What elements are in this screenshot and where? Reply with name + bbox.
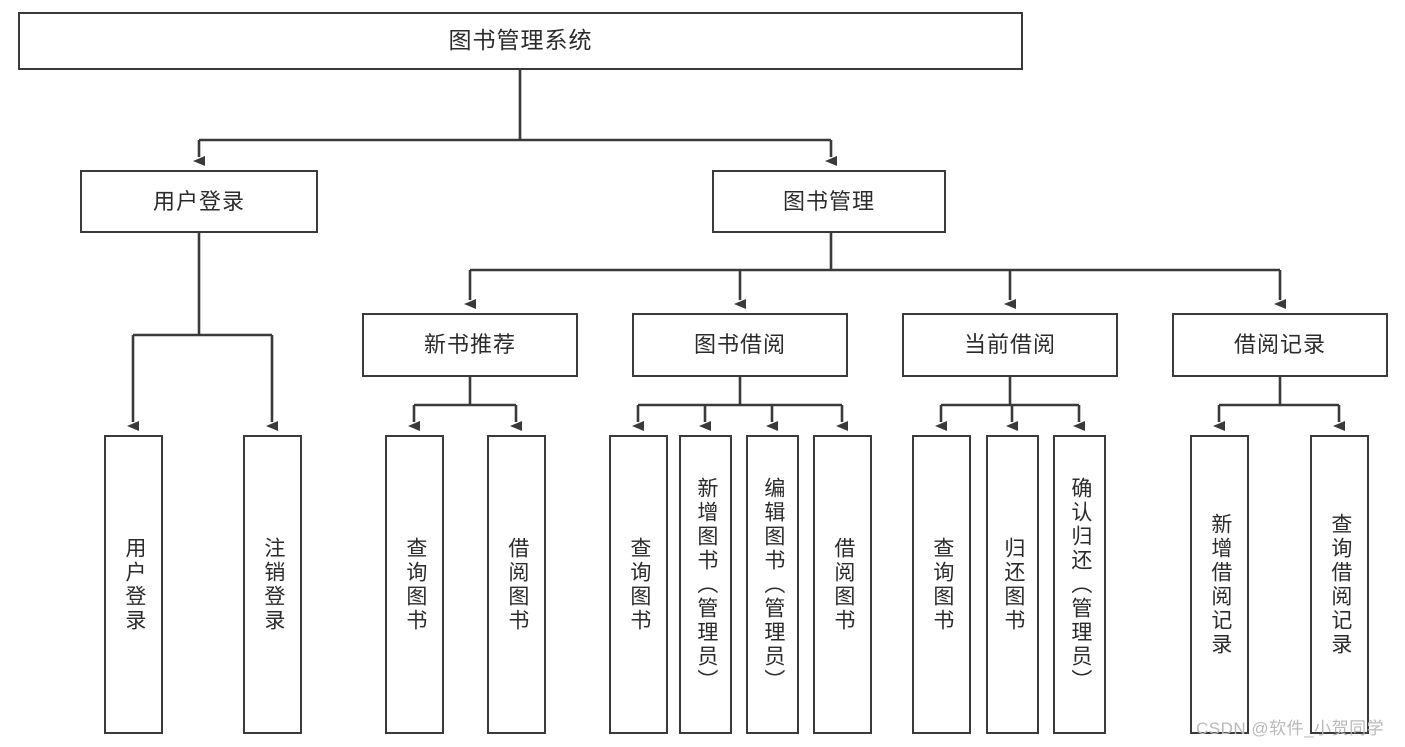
node-root-label: 图书管理系统 xyxy=(448,27,593,54)
node-leaf-confirm-return-admin-label: 确认归还（管理员） xyxy=(1068,476,1092,693)
node-leaf-add-book-admin-label: 新增图书（管理员） xyxy=(694,476,718,693)
node-leaf-user-login[interactable]: 用户登录 xyxy=(104,435,163,734)
node-book-borrow-label: 图书借阅 xyxy=(693,332,786,358)
node-user-login-label: 用户登录 xyxy=(152,188,245,214)
node-book-manage[interactable]: 图书管理 xyxy=(712,170,946,233)
node-book-manage-label: 图书管理 xyxy=(782,188,875,214)
node-leaf-borrow-book-borrow-label: 借阅图书 xyxy=(831,536,855,633)
node-leaf-logout-login-label: 注销登录 xyxy=(261,536,285,633)
node-leaf-query-book-current-label: 查询图书 xyxy=(930,536,954,633)
node-leaf-borrow-book-rec[interactable]: 借阅图书 xyxy=(487,435,546,734)
node-leaf-borrow-book-borrow[interactable]: 借阅图书 xyxy=(813,435,872,734)
node-new-book-recommend[interactable]: 新书推荐 xyxy=(362,313,578,377)
node-borrow-record-label: 借阅记录 xyxy=(1233,332,1326,358)
node-current-borrow-label: 当前借阅 xyxy=(963,332,1056,358)
node-leaf-query-book-borrow-label: 查询图书 xyxy=(627,536,651,633)
node-leaf-edit-book-admin-label: 编辑图书（管理员） xyxy=(761,476,785,693)
node-book-borrow[interactable]: 图书借阅 xyxy=(632,313,848,377)
node-leaf-query-borrow-record[interactable]: 查询借阅记录 xyxy=(1310,435,1369,734)
node-leaf-return-book[interactable]: 归还图书 xyxy=(986,435,1039,734)
node-leaf-query-book-rec-label: 查询图书 xyxy=(403,536,427,633)
node-user-login[interactable]: 用户登录 xyxy=(80,170,318,233)
node-leaf-query-borrow-record-label: 查询借阅记录 xyxy=(1328,512,1352,657)
node-leaf-user-login-label: 用户登录 xyxy=(122,536,146,633)
node-leaf-query-book-rec[interactable]: 查询图书 xyxy=(385,435,444,734)
node-leaf-query-book-current[interactable]: 查询图书 xyxy=(912,435,971,734)
node-leaf-edit-book-admin[interactable]: 编辑图书（管理员） xyxy=(746,435,799,734)
node-root[interactable]: 图书管理系统 xyxy=(18,12,1023,70)
watermark-text: CSDN @软件_小贺同学 xyxy=(1196,719,1385,738)
node-leaf-add-borrow-record-label: 新增借阅记录 xyxy=(1208,512,1232,657)
node-leaf-return-book-label: 归还图书 xyxy=(1001,536,1025,633)
node-borrow-record[interactable]: 借阅记录 xyxy=(1172,313,1388,377)
node-current-borrow[interactable]: 当前借阅 xyxy=(902,313,1118,377)
node-leaf-query-book-borrow[interactable]: 查询图书 xyxy=(609,435,668,734)
node-leaf-add-borrow-record[interactable]: 新增借阅记录 xyxy=(1190,435,1249,734)
node-leaf-borrow-book-rec-label: 借阅图书 xyxy=(505,536,529,633)
node-new-book-recommend-label: 新书推荐 xyxy=(423,332,516,358)
node-leaf-logout-login[interactable]: 注销登录 xyxy=(243,435,302,734)
node-leaf-add-book-admin[interactable]: 新增图书（管理员） xyxy=(679,435,732,734)
node-leaf-confirm-return-admin[interactable]: 确认归还（管理员） xyxy=(1053,435,1106,734)
